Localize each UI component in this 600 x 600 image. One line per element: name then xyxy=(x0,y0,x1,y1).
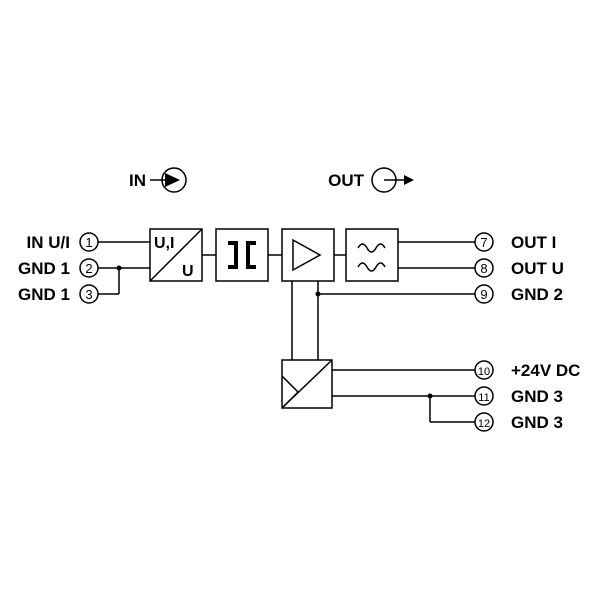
output-terminal-11: 11 GND 3 xyxy=(474,386,563,406)
terminal-number-8: 8 xyxy=(480,261,487,276)
output-terminal-10: 10 +24V DC xyxy=(474,360,580,380)
input-terminal-1: IN U/I 1 xyxy=(27,232,99,252)
terminal-label-gnd3-a: GND 3 xyxy=(511,387,563,406)
terminal-number-10: 10 xyxy=(478,366,490,378)
terminal-label-24vdc: +24V DC xyxy=(511,361,580,380)
terminal-number-1: 1 xyxy=(85,235,92,250)
output-arrow-icon xyxy=(371,167,414,193)
in-legend-label: IN xyxy=(129,171,146,190)
terminal-label-gnd3-b: GND 3 xyxy=(511,413,563,432)
terminal-label-gnd2: GND 2 xyxy=(511,285,563,304)
input-wiring xyxy=(98,241,150,295)
terminal-number-3: 3 xyxy=(85,287,92,302)
converter-bottom-label: U xyxy=(182,263,194,280)
output-wiring xyxy=(291,241,475,423)
terminal-number-2: 2 xyxy=(85,261,92,276)
input-terminal-3: GND 1 3 xyxy=(18,284,99,304)
terminal-label-in-ui: IN U/I xyxy=(27,233,70,252)
input-terminal-2: GND 1 2 xyxy=(18,258,99,278)
amplifier-block xyxy=(281,228,335,282)
isolation-block xyxy=(215,228,269,282)
terminal-label-out-u: OUT U xyxy=(511,259,564,278)
out-legend-label: OUT xyxy=(328,171,365,190)
filter-block xyxy=(345,228,399,282)
converter-top-label: U,I xyxy=(154,235,174,252)
output-terminal-7: 7 OUT I xyxy=(474,232,556,252)
terminal-number-7: 7 xyxy=(480,235,487,250)
terminal-label-out-i: OUT I xyxy=(511,233,556,252)
output-terminal-9: 9 GND 2 xyxy=(474,284,563,304)
output-terminal-8: 8 OUT U xyxy=(474,258,564,278)
output-terminal-12: 12 GND 3 xyxy=(474,412,563,432)
input-arrow-icon xyxy=(150,167,187,193)
power-supply-block xyxy=(281,359,333,409)
terminal-label-gnd1-b: GND 1 xyxy=(18,285,70,304)
terminal-number-11: 11 xyxy=(478,392,489,404)
terminal-number-12: 12 xyxy=(478,418,490,430)
terminal-number-9: 9 xyxy=(480,287,487,302)
terminal-label-gnd1-a: GND 1 xyxy=(18,259,70,278)
converter-block: U,I U xyxy=(149,228,203,282)
